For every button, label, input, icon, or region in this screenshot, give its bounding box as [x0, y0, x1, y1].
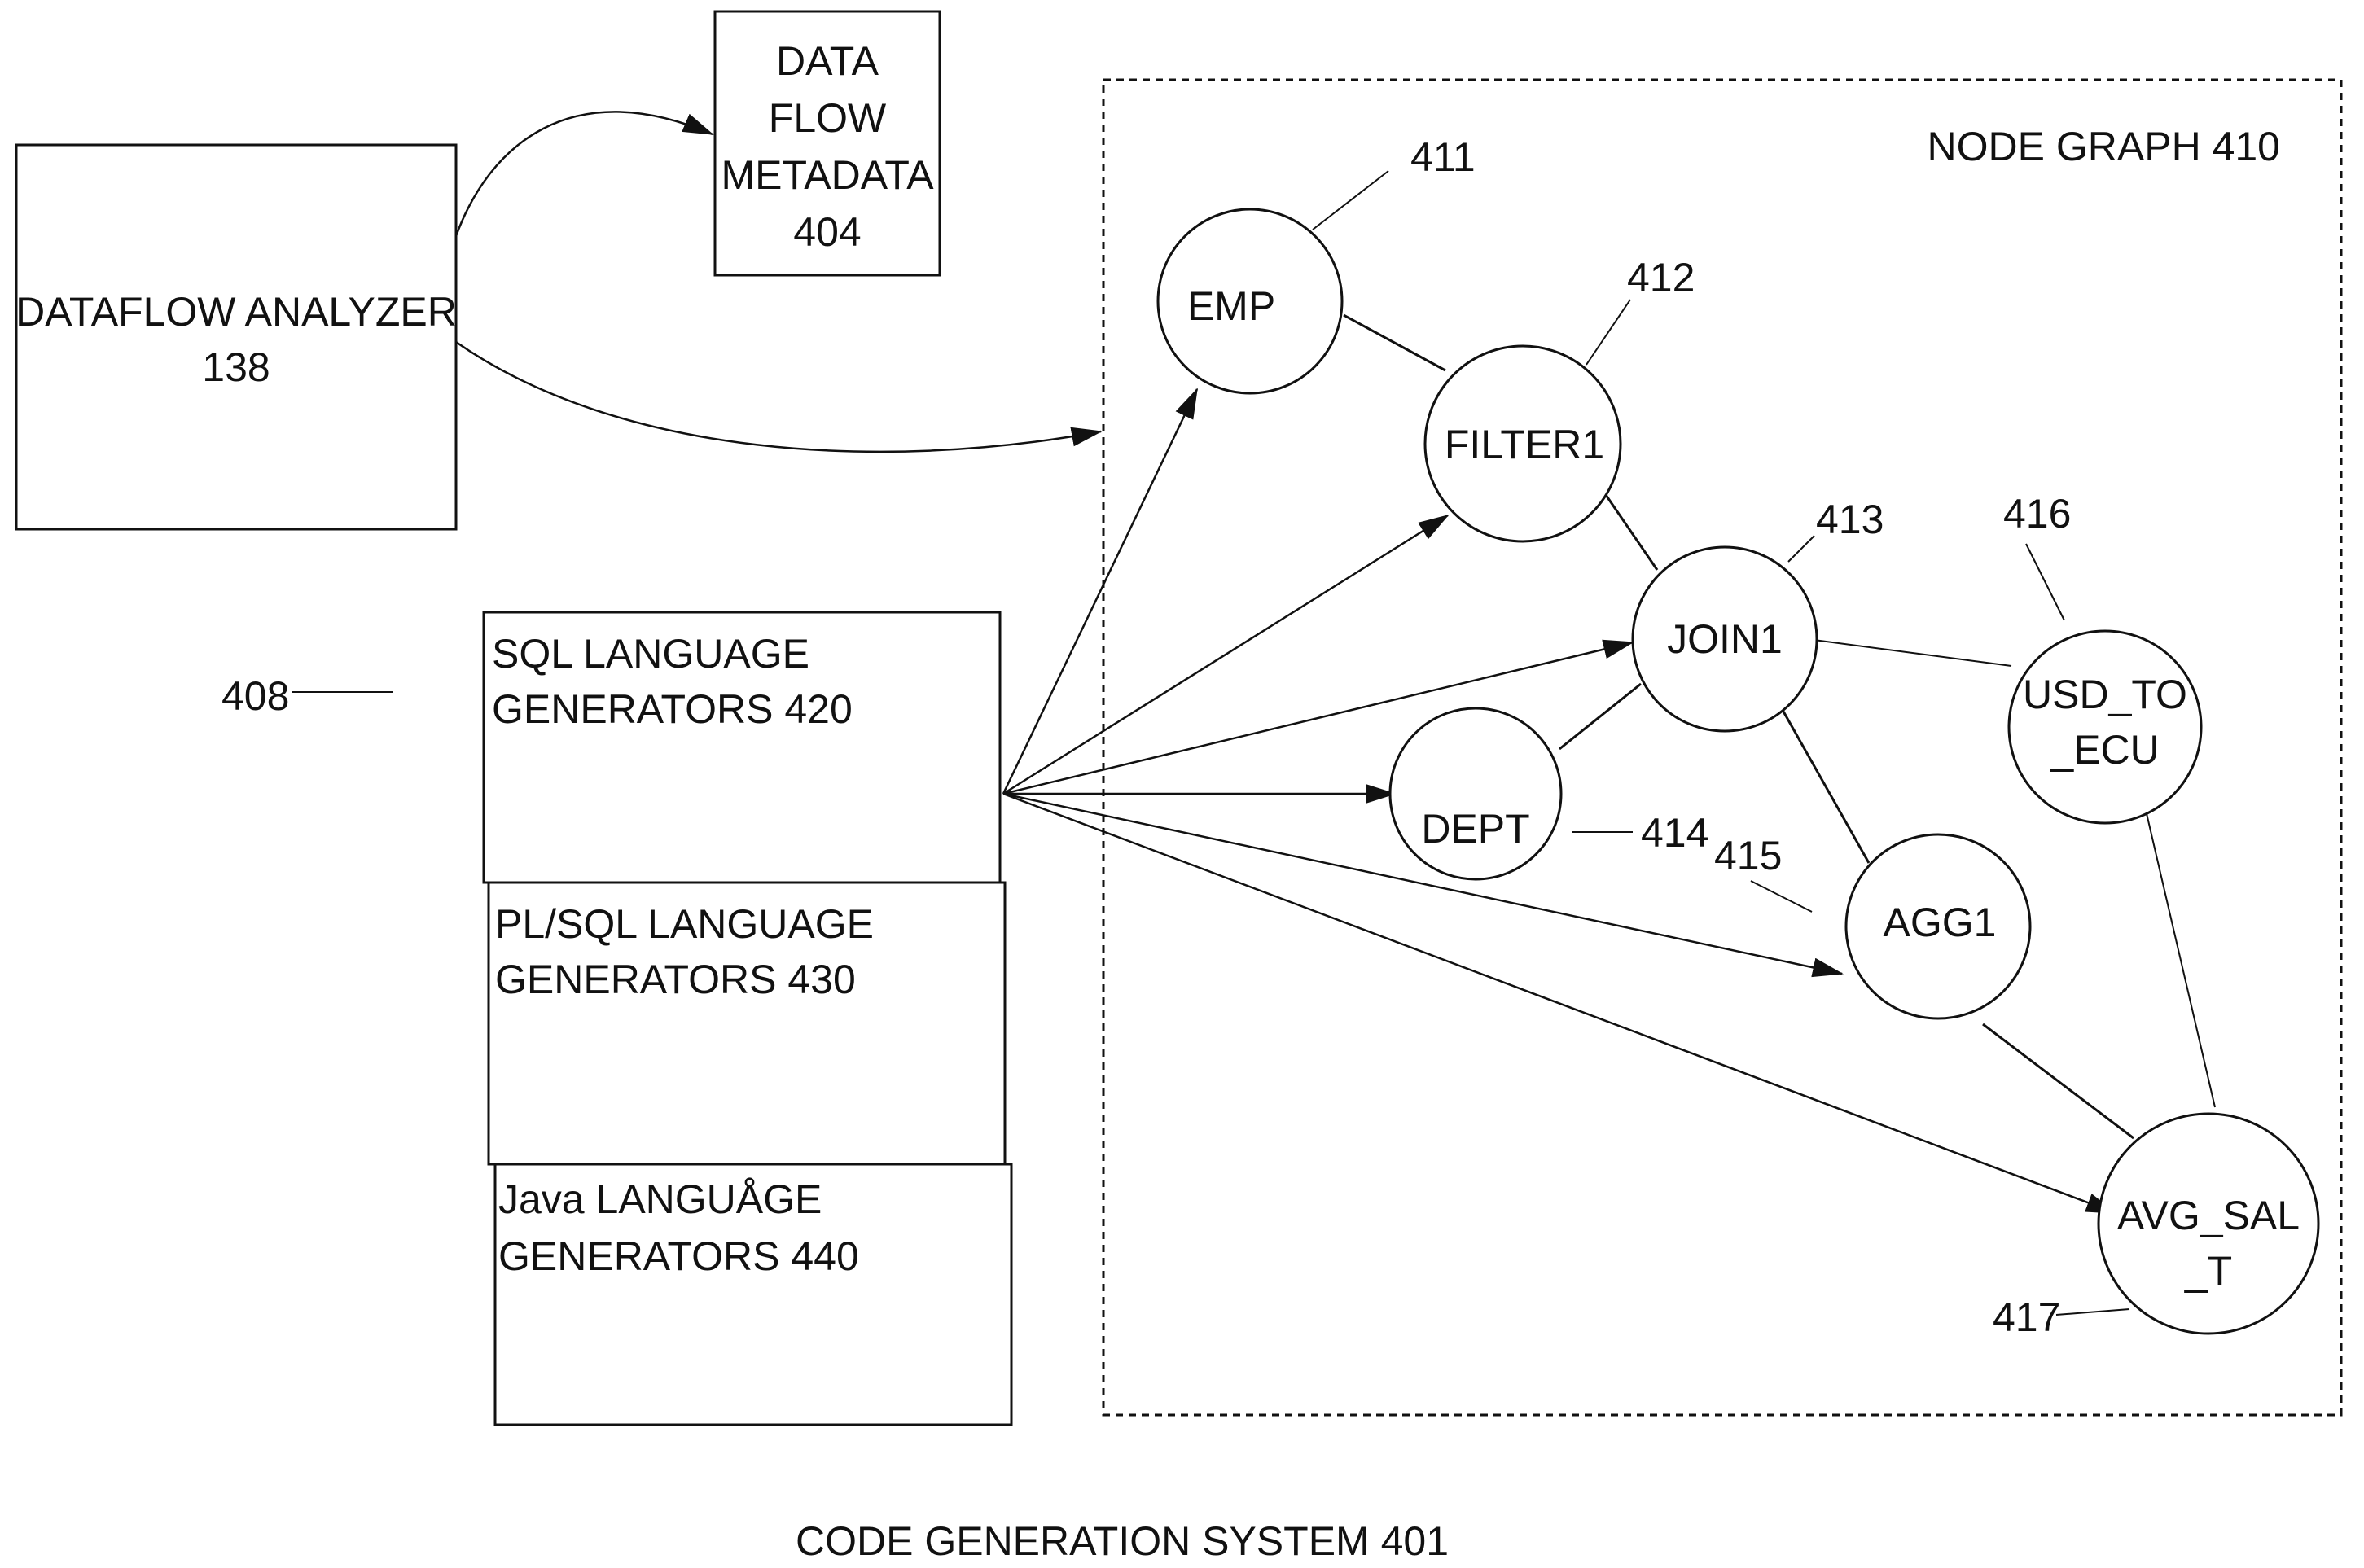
node-dept: DEPT	[1390, 708, 1561, 879]
node-avg-sal-t-label-line1: AVG_SAL	[2117, 1193, 2300, 1238]
analyzer-to-node-graph-arrow	[456, 342, 1101, 452]
java-generators-number: GENERATORS 440	[498, 1233, 859, 1279]
node-join1: JOIN1	[1633, 547, 1817, 731]
ref-414: 414	[1641, 810, 1708, 856]
node-join1-label: JOIN1	[1667, 616, 1783, 662]
sql-generators-number: GENERATORS 420	[492, 686, 853, 732]
metadata-number: 404	[793, 209, 861, 255]
edge-join1-agg1	[1779, 704, 1869, 863]
ref-416: 416	[2003, 491, 2071, 537]
node-avg-sal-t: AVG_SAL _T	[2099, 1114, 2318, 1334]
node-usd-to-ecu-label-line2: _ECU	[2050, 727, 2159, 773]
node-graph-label: NODE GRAPH 410	[1928, 124, 2280, 169]
edge-agg1-avg-sal-t	[1983, 1024, 2134, 1138]
leader-413	[1788, 536, 1814, 562]
metadata-label-line3: METADATA	[721, 152, 934, 198]
node-filter1-label: FILTER1	[1445, 422, 1604, 467]
edge-filter1-join1	[1604, 493, 1657, 570]
node-agg1: AGG1	[1846, 834, 2030, 1018]
node-agg1-label: AGG1	[1884, 900, 1997, 945]
edge-join1-usd-to-ecu	[1808, 639, 2011, 666]
sql-generators-label: SQL LANGUAGE	[492, 631, 809, 677]
leader-412	[1586, 300, 1630, 365]
metadata-label-line1: DATA	[776, 38, 879, 84]
metadata-label-line2: FLOW	[769, 95, 887, 141]
dataflow-analyzer-number: 138	[202, 344, 270, 390]
ref-415: 415	[1714, 833, 1782, 878]
generator-reference-408: 408	[221, 673, 289, 719]
node-filter1: FILTER1	[1425, 346, 1621, 541]
node-usd-to-ecu-label-line1: USD_TO	[2023, 672, 2187, 717]
ref-417: 417	[1993, 1294, 2060, 1340]
ref-411: 411	[1410, 134, 1476, 180]
edge-dept-join1	[1559, 684, 1641, 749]
analyzer-to-metadata-arrow	[456, 112, 713, 236]
node-usd-to-ecu: USD_TO _ECU	[2009, 631, 2201, 823]
plsql-generators-number: GENERATORS 430	[495, 957, 856, 1002]
leader-416	[2026, 544, 2064, 620]
ref-413: 413	[1816, 497, 1884, 542]
node-emp-label: EMP	[1187, 283, 1275, 329]
edge-emp-filter1	[1344, 315, 1445, 370]
ref-412: 412	[1627, 255, 1695, 300]
diagram-caption: CODE GENERATION SYSTEM 401	[796, 1518, 1449, 1564]
dataflow-analyzer-label: DATAFLOW ANALYZER	[15, 289, 457, 335]
dataflow-analyzer-box: DATAFLOW ANALYZER 138	[15, 145, 457, 529]
leader-411	[1313, 171, 1388, 230]
node-emp: EMP	[1158, 209, 1342, 393]
node-avg-sal-t-label-line2: _T	[2184, 1248, 2232, 1294]
language-generators-stack: SQL LANGUAGE GENERATORS 420 PL/SQL LANGU…	[484, 612, 1011, 1425]
plsql-generators-label: PL/SQL LANGUAGE	[495, 901, 874, 947]
leader-417	[2056, 1309, 2129, 1315]
data-flow-metadata-box: DATA FLOW METADATA 404	[715, 11, 940, 275]
node-dept-label: DEPT	[1421, 806, 1529, 852]
java-generators-label: Java LANGUÅGE	[498, 1176, 822, 1222]
leader-415	[1751, 881, 1812, 912]
edge-usd-to-ecu-avg-sal-t	[2146, 810, 2215, 1107]
